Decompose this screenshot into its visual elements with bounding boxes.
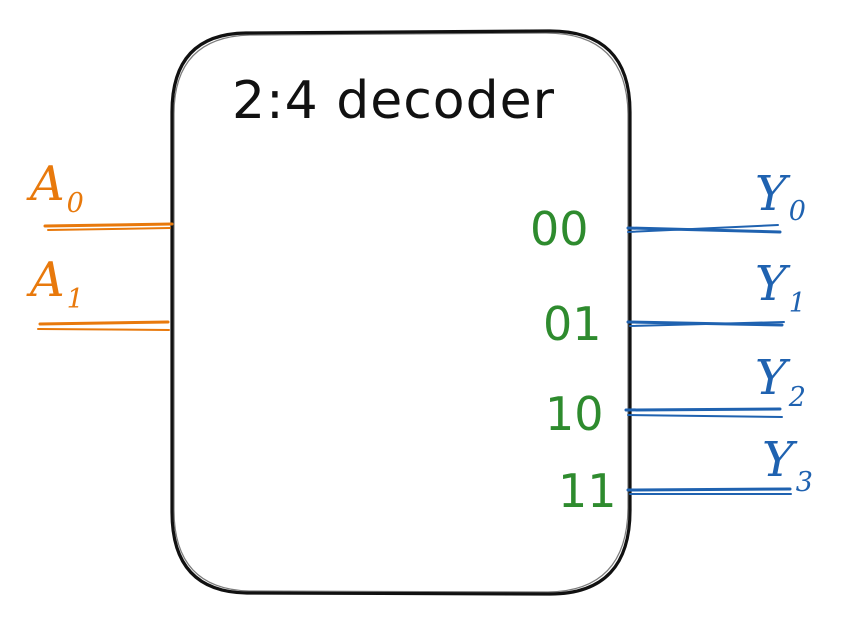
input-a1-label: A1 xyxy=(26,252,84,315)
input-a0-label: A0 xyxy=(26,156,84,219)
decoder-box-outline-sketch xyxy=(173,32,629,593)
code-11: 11 xyxy=(558,464,617,518)
code-10: 10 xyxy=(545,387,604,441)
output-y3-wire xyxy=(626,487,792,492)
input-a1-wire-sketch xyxy=(37,328,170,331)
output-y2-wire xyxy=(624,407,782,412)
output-y2-wire-sketch xyxy=(627,414,783,418)
code-01: 01 xyxy=(543,297,602,351)
decoder-box xyxy=(170,29,632,596)
input-a0: A0 xyxy=(26,156,174,231)
output-y3-label: Y3 xyxy=(762,432,813,498)
output-y1: Y1 xyxy=(626,256,806,327)
code-00: 00 xyxy=(530,202,589,256)
output-y0: Y0 xyxy=(626,166,806,234)
output-y3: Y3 xyxy=(626,432,813,498)
decoder-title: 2:4 decoder xyxy=(232,71,555,131)
output-y2: Y2 xyxy=(624,350,806,418)
output-y0-label: Y0 xyxy=(755,166,806,227)
input-a1: A1 xyxy=(26,252,170,331)
output-y0-wire-sketch xyxy=(627,224,779,233)
input-a1-wire xyxy=(38,320,170,326)
input-a0-wire xyxy=(43,222,174,228)
output-y0-wire xyxy=(626,226,782,234)
output-y2-label: Y2 xyxy=(755,350,806,413)
input-a0-wire-sketch xyxy=(47,227,171,231)
decoder-box-outline xyxy=(170,29,632,596)
output-y1-label: Y1 xyxy=(755,256,806,319)
output-y1-wire-sketch xyxy=(629,321,785,327)
